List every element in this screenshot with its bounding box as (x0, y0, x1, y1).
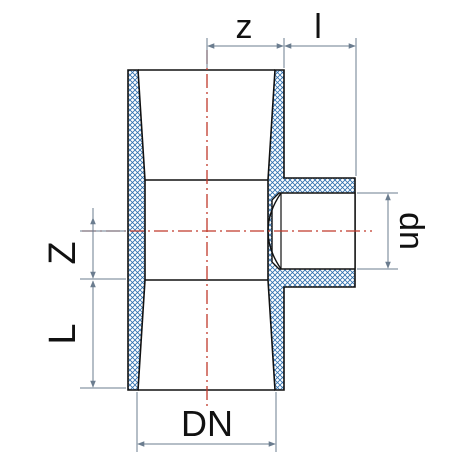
branch-bore (271, 192, 356, 270)
label-z-small: z (236, 8, 253, 46)
label-l-small: l (314, 8, 322, 46)
label-dn-large: DN (181, 403, 233, 444)
label-l-large: L (42, 323, 84, 344)
label-dn-small: dn (392, 212, 430, 250)
label-z-large: Z (42, 241, 84, 264)
left-wall (127, 69, 146, 391)
